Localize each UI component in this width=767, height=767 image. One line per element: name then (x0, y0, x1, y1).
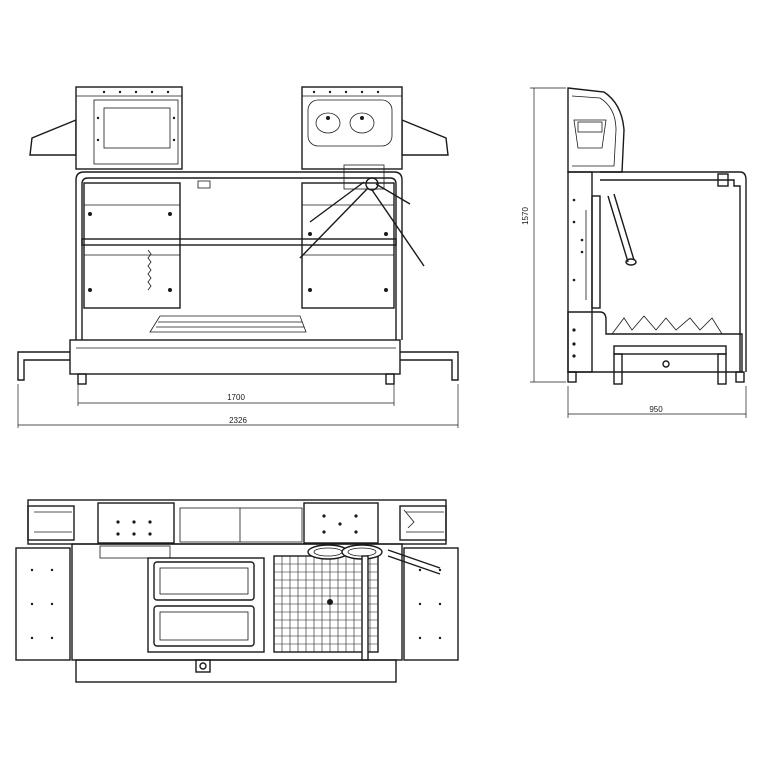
dim-inner-width: 1700 (227, 393, 245, 402)
front-basin-left (315, 112, 341, 134)
side-column (567, 171, 593, 373)
top-right-head (303, 502, 379, 544)
dim-height: 1570 (521, 207, 530, 225)
side-head (567, 87, 625, 173)
front-dim-lines (17, 384, 459, 428)
top-right-wing (403, 547, 459, 661)
side-step (613, 345, 727, 355)
side-base (567, 311, 743, 373)
front-base (69, 339, 401, 375)
front-basin-right (349, 112, 375, 134)
front-right-wing (401, 118, 449, 156)
top-turnstile-rod (361, 555, 369, 661)
top-header-strip (27, 499, 447, 545)
front-left-tray (17, 351, 70, 381)
top-view (15, 499, 459, 683)
front-left-head-panel (93, 99, 179, 165)
top-tray-upper (153, 561, 255, 601)
top-tray-area (147, 557, 265, 653)
top-left-head (97, 502, 175, 544)
front-left-wing (29, 118, 77, 156)
front-right-basin-panel (307, 99, 393, 147)
side-basin (573, 119, 607, 149)
side-top-rail (600, 171, 747, 372)
front-mid-rail (81, 238, 397, 246)
front-turnstile-arms (299, 177, 425, 267)
front-turnstile-hub-box (343, 164, 385, 190)
side-view: 1570 950 (521, 87, 747, 418)
top-bottom-base (75, 659, 397, 683)
top-left-wing (15, 547, 71, 661)
top-tray-lower (153, 605, 255, 647)
dim-depth: 950 (649, 405, 663, 414)
front-left-display (103, 107, 171, 149)
front-handrail (75, 171, 403, 340)
front-left-head (75, 86, 183, 170)
dim-overall-width: 2326 (229, 416, 247, 425)
side-dim-lines (530, 87, 747, 418)
front-right-tray (400, 351, 459, 381)
front-view: 1700 2326 (17, 86, 459, 428)
front-foot-grille (149, 315, 307, 333)
